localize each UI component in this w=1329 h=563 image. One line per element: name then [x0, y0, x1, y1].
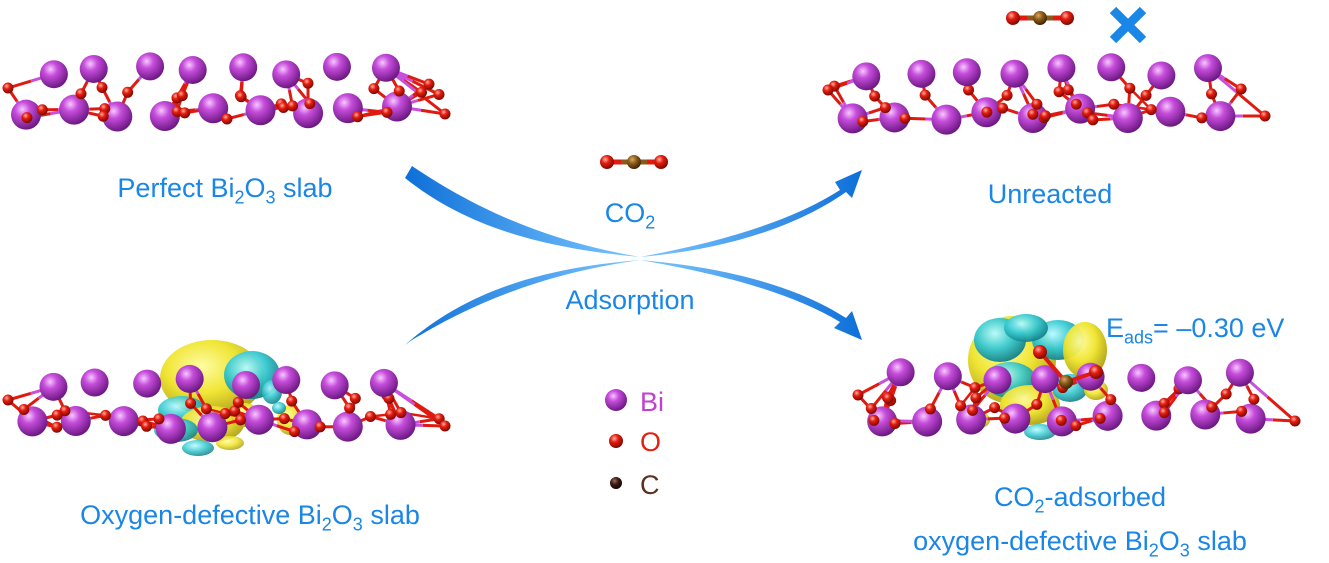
- label-adsorption-energy: Eads= –0.30 eV: [1106, 313, 1285, 348]
- unreacted-slab-model: [822, 53, 1271, 135]
- reaction-arrows: [405, 166, 862, 345]
- label-adsorption: Adsorption: [565, 285, 695, 315]
- co2-molecule-reactant: [600, 155, 668, 169]
- legend-markers: [605, 389, 627, 489]
- legend-c-sphere: [610, 477, 622, 489]
- legend-o-sphere: [609, 434, 623, 448]
- legend-label-bi: Bi: [640, 387, 665, 417]
- legend-label-c: C: [640, 470, 660, 500]
- label-perfect-slab: Perfect Bi2O3 slab: [117, 173, 333, 208]
- label-unreacted: Unreacted: [987, 179, 1113, 209]
- co2-adsorbed-slab-model: [852, 345, 1301, 437]
- not-adsorbed-cross-icon: [1109, 6, 1147, 44]
- oxygen-defective-bi2o3-slab-model: [2, 364, 451, 444]
- label-co2: CO2: [604, 198, 656, 233]
- label-defective-slab: Oxygen-defective Bi2O3 slab: [80, 500, 420, 535]
- legend-bi-sphere: [605, 389, 627, 411]
- perfect-bi2o3-slab-model: [2, 52, 451, 132]
- co2-molecule-unreacted: [1006, 11, 1074, 25]
- legend-label-o: O: [640, 427, 662, 457]
- label-adsorbed-line2: oxygen-defective Bi2O3 slab: [913, 526, 1247, 561]
- label-adsorbed-line1: CO2-adsorbed: [993, 482, 1167, 517]
